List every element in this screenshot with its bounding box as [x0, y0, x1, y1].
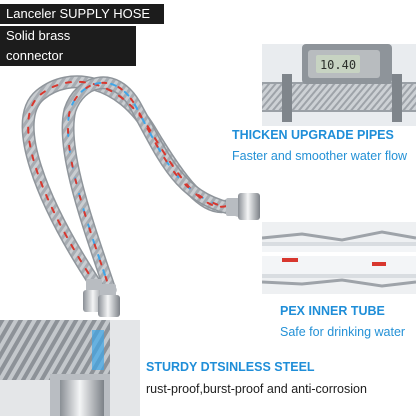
product-subtitle-badge: Solid brass connector	[0, 26, 136, 66]
feature-2-title: PEX INNER TUBE	[280, 304, 385, 318]
caliper-readout: 10.40	[320, 58, 356, 72]
feature-1-subtitle: Faster and smoother water flow	[232, 149, 408, 163]
right-connector-nut	[226, 193, 260, 220]
feature-3-title: STURDY DTSINLESS STEEL	[146, 360, 315, 374]
product-subtitle: Solid brass connector	[6, 28, 71, 63]
product-title-badge: Lanceler SUPPLY HOSE	[0, 4, 164, 24]
product-title: Lanceler SUPPLY HOSE	[6, 6, 151, 21]
pex-tube-photo	[262, 222, 416, 294]
braid-closeup-photo	[0, 320, 140, 416]
feature-3-subtitle: rust-proof,burst-proof and anti-corrosio…	[146, 382, 367, 396]
left-connector-nuts	[83, 279, 120, 317]
feature-1-title: THICKEN UPGRADE PIPES	[232, 128, 394, 142]
feature-2-subtitle: Safe for drinking water	[280, 325, 406, 339]
caliper-photo: 10.40	[262, 44, 416, 126]
hose-body	[21, 75, 245, 297]
